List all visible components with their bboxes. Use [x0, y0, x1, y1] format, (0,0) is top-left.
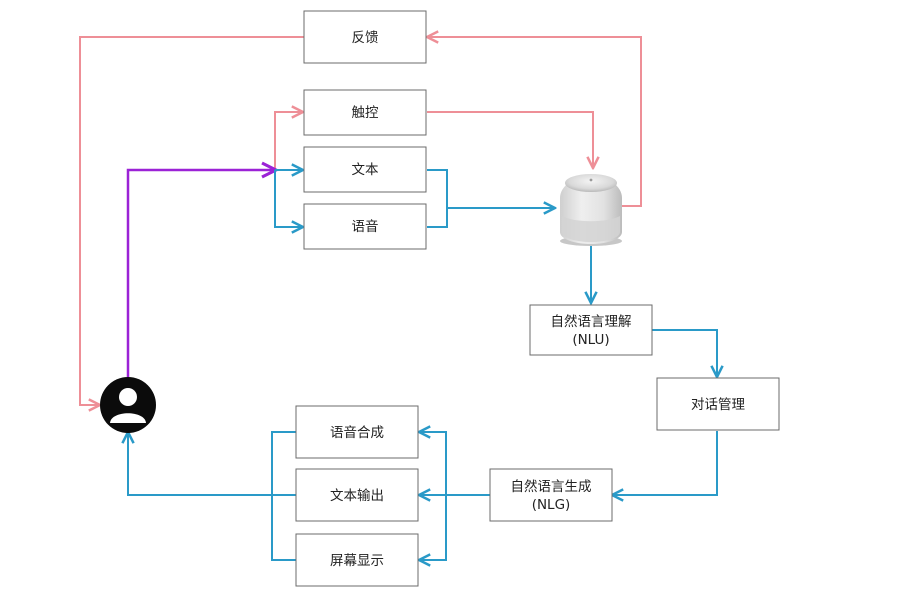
- user-input-connector: [126, 170, 276, 377]
- nlu-abbr-label: (NLU): [572, 332, 609, 348]
- output-split-down-connector: [419, 495, 447, 560]
- smart-speaker-icon: [560, 174, 622, 246]
- touch-label: 触控: [352, 105, 379, 121]
- nlu-box: 自然语言理解 (NLU): [529, 304, 653, 356]
- feedback-box: 反馈: [303, 10, 427, 64]
- text-to-speaker-connector: [427, 169, 555, 208]
- outputs-to-user-connector: [128, 432, 296, 496]
- screen-display-box: 屏幕显示: [295, 533, 419, 587]
- text-output-label: 文本输出: [330, 488, 384, 504]
- dialog-management-box: 对话管理: [656, 377, 780, 431]
- feedback-label: 反馈: [352, 30, 379, 46]
- nlu-label: 自然语言理解: [551, 313, 632, 330]
- voice-input-box: 语音: [303, 203, 427, 250]
- dialog-to-nlg-connector: [612, 431, 718, 495]
- nlg-box: 自然语言生成 (NLG): [489, 468, 613, 522]
- text-input-box: 文本: [303, 146, 427, 193]
- voice-branch-connector: [274, 170, 303, 227]
- voice-input-label: 语音: [352, 218, 379, 235]
- feedback-to-user-connector: [79, 36, 304, 405]
- text-input-label: 文本: [352, 162, 379, 178]
- nlu-to-dialog-connector: [652, 329, 717, 377]
- output-split-up-connector: [419, 432, 447, 495]
- touch-branch-connector: [274, 112, 303, 170]
- touch-to-speaker-connector: [427, 111, 593, 168]
- nlg-label: 自然语言生成: [511, 478, 592, 495]
- speech-synthesis-label: 语音合成: [330, 424, 384, 441]
- user-avatar-icon: [100, 377, 156, 433]
- nlg-abbr-label: (NLG): [532, 497, 571, 513]
- feedback-connector: [427, 37, 642, 207]
- screen-display-label: 屏幕显示: [330, 553, 384, 569]
- touch-box: 触控: [303, 89, 427, 136]
- text-output-box: 文本输出: [295, 468, 419, 522]
- speech-synthesis-box: 语音合成: [295, 405, 419, 459]
- dialog-management-label: 对话管理: [691, 397, 745, 413]
- voice-to-speaker-connector: [427, 208, 448, 228]
